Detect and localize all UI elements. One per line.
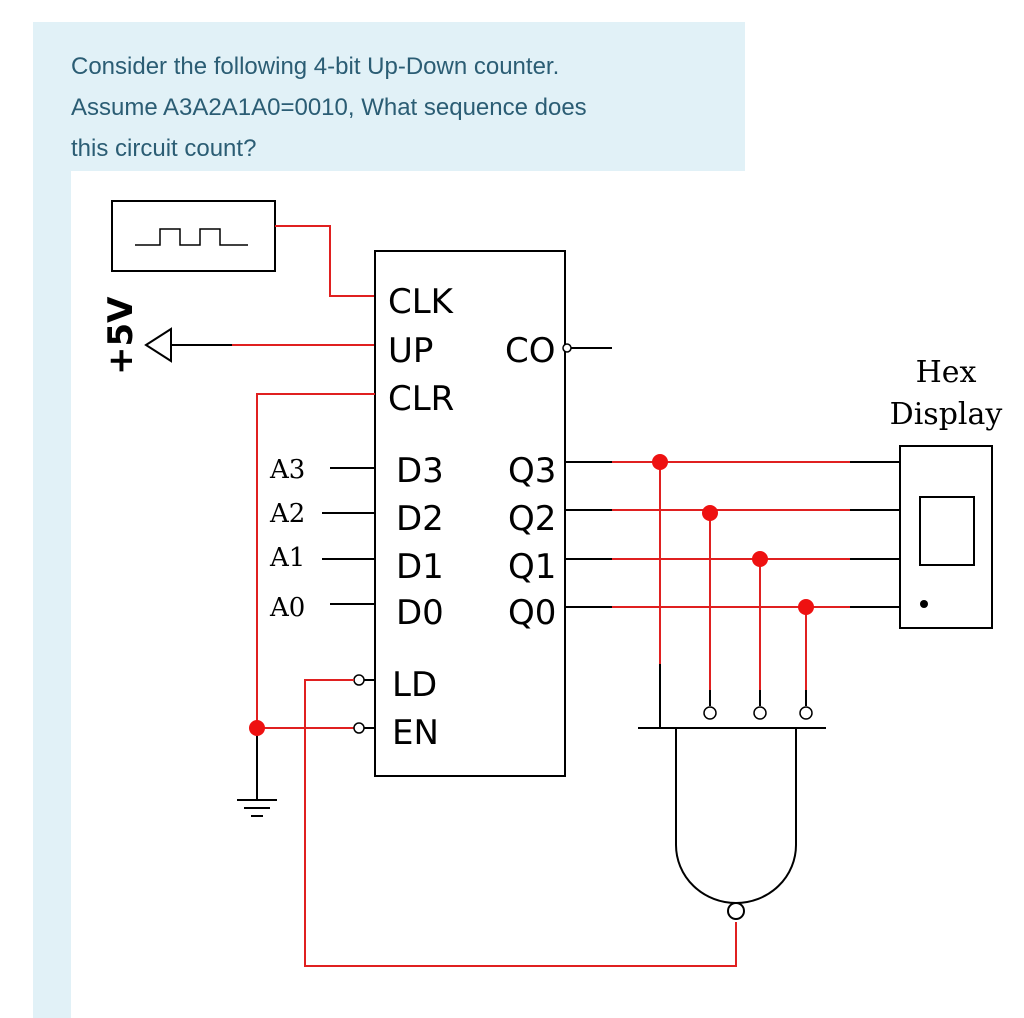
pin-q2: Q2 xyxy=(508,499,556,539)
q1-inverter-bubble xyxy=(753,706,767,720)
pin-q3: Q3 xyxy=(508,451,556,491)
pin-q1: Q1 xyxy=(508,547,556,587)
hex-display-subtitle: Display xyxy=(890,397,1003,432)
pin-d0: D0 xyxy=(396,593,444,633)
hex-decimal-point xyxy=(920,600,928,608)
input-a3: A3 xyxy=(269,455,305,485)
pin-co: CO xyxy=(505,331,556,371)
q1-node xyxy=(752,551,768,567)
pin-clr: CLR xyxy=(388,379,454,419)
co-bubble xyxy=(562,343,572,353)
q2-node xyxy=(702,505,718,521)
pin-ld: LD xyxy=(392,665,437,705)
pin-clk: CLK xyxy=(388,282,455,322)
input-a1: A1 xyxy=(269,543,305,573)
clock-wire xyxy=(275,225,375,297)
q0-node xyxy=(798,599,814,615)
input-a2: A2 xyxy=(269,499,305,529)
ld-feedback-wire xyxy=(304,679,737,967)
clock-source xyxy=(111,200,276,272)
ld-bubble xyxy=(353,674,365,686)
question-text: Consider the following 4-bit Up-Down cou… xyxy=(71,46,731,169)
question-line-2: Assume A3A2A1A0=0010, What sequence does xyxy=(71,94,587,121)
q0-inverter-bubble xyxy=(799,706,813,720)
clr-wire xyxy=(256,393,375,728)
q3-node xyxy=(652,454,668,470)
hex-display-title: Hex xyxy=(916,355,977,390)
en-bubble xyxy=(353,722,365,734)
nand-output-bubble xyxy=(727,902,745,920)
input-a0: A0 xyxy=(269,593,305,623)
pin-en: EN xyxy=(392,713,439,753)
pin-up: UP xyxy=(388,331,433,371)
pin-d2: D2 xyxy=(396,499,444,539)
question-line-1: Consider the following 4-bit Up-Down cou… xyxy=(71,53,560,80)
supply-source: +5V xyxy=(101,296,375,375)
supply-label: +5V xyxy=(101,296,141,375)
pin-d1: D1 xyxy=(396,547,444,587)
pin-q0: Q0 xyxy=(508,593,556,633)
square-wave-icon xyxy=(135,228,248,246)
ground-icon xyxy=(237,799,277,817)
ground-node xyxy=(249,720,265,736)
supply-arrow-icon xyxy=(144,327,172,363)
hex-display: Hex Display xyxy=(890,355,1003,629)
counter-chip xyxy=(374,250,566,777)
nand-gate xyxy=(638,727,826,920)
hex-digit-segment xyxy=(919,496,975,566)
question-line-3: this circuit count? xyxy=(71,135,257,162)
pin-d3: D3 xyxy=(396,451,444,491)
q2-inverter-bubble xyxy=(703,706,717,720)
